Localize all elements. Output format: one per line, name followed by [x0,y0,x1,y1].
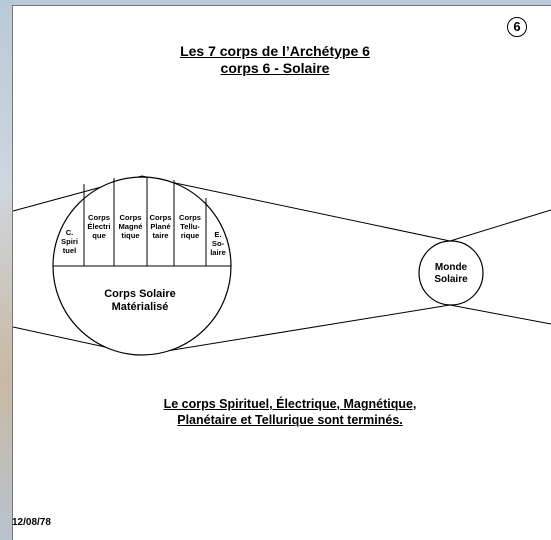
date-stamp: 12/08/78 [12,517,51,528]
upper-connector-line [141,175,451,242]
caption-line-2: Planétaire et Tellurique sont terminés. [177,413,403,427]
caption-line-1: Le corps Spirituel, Électrique, Magnétiq… [163,397,417,411]
title-line-1: Les 7 corps de l’Archétype 6 [180,43,370,59]
page-number-badge: 6 [507,17,527,37]
lower-right-line [449,304,551,325]
segment-label-spirituel: C. Spiri tuel [61,228,78,255]
segment-label-magnetique: Corps Magné tique [118,213,143,240]
segment-label-solaire: E. So- laire [210,230,226,257]
corps-solaire-materialise-label: Corps Solaire Matérialisé [104,288,176,313]
title-line-2: corps 6 - Solaire [220,60,330,76]
segment-label-planetaire: Corps Plané taire [149,213,172,240]
lower-connector-line [141,304,451,356]
right-circle [418,240,484,306]
monde-solaire-label: Monde Solaire [434,262,468,285]
segment-label-tellurique: Corps Tellu- rique [179,213,201,240]
upper-right-line [449,209,551,242]
segment-label-electrique: Corps Électri que [87,213,111,240]
